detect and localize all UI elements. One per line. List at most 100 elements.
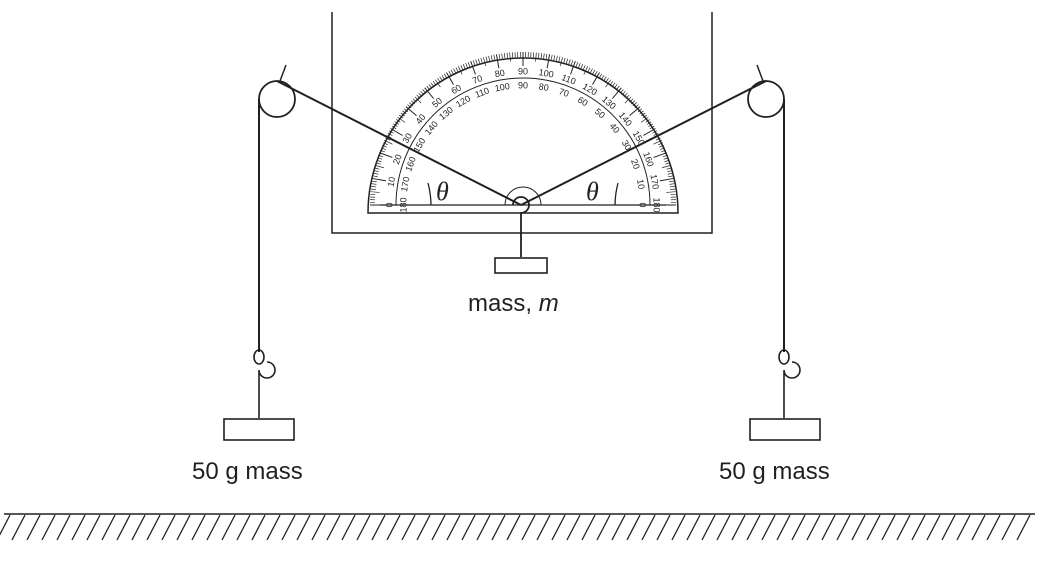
protractor-outer-scale-label: 160 — [641, 151, 656, 169]
protractor-tick — [592, 69, 596, 75]
protractor-tick — [376, 159, 382, 163]
protractor-outer-scale-label: 90 — [518, 66, 528, 76]
floor-hatch-line — [341, 514, 356, 541]
floor-hatch-line — [371, 514, 386, 541]
floor-hatching — [0, 514, 1031, 541]
protractor-inner-scale-label: 110 — [474, 85, 491, 99]
protractor-tick — [629, 106, 641, 117]
protractor-tick — [439, 76, 443, 82]
protractor-tick — [402, 110, 407, 115]
protractor-tick — [428, 84, 433, 89]
protractor-tick — [568, 59, 571, 65]
protractor-tick — [598, 73, 603, 79]
protractor-tick — [495, 54, 500, 69]
protractor-tick — [371, 180, 377, 183]
floor-hatch-line — [701, 514, 716, 541]
protractor-tick — [646, 121, 652, 125]
protractor-tick — [434, 79, 441, 88]
protractor-tick — [387, 132, 393, 136]
protractor-tick — [661, 165, 671, 169]
floor-hatch-line — [221, 514, 236, 541]
floor-hatch-line — [101, 514, 116, 541]
protractor-tick — [407, 104, 412, 109]
protractor-tick — [480, 57, 483, 63]
protractor-inner-scale-label: 120 — [454, 93, 472, 109]
right-angle-label: θ — [586, 177, 599, 206]
protractor-tick — [475, 59, 478, 65]
protractor-tick — [543, 53, 545, 59]
protractor-tick — [634, 104, 639, 109]
floor-hatch-line — [0, 514, 11, 536]
protractor-outer-scale-label: 20 — [391, 153, 404, 166]
protractor-tick — [372, 177, 387, 182]
protractor-tick — [580, 64, 584, 69]
protractor-tick — [605, 77, 609, 83]
protractor-tick — [575, 62, 579, 67]
protractor-tick — [578, 63, 581, 68]
floor-hatch-line — [596, 514, 611, 541]
floor-hatch-line — [581, 514, 596, 541]
protractor-tick — [391, 125, 397, 130]
protractor-tick — [592, 72, 600, 85]
floor-hatch-line — [986, 514, 1001, 541]
protractor-tick — [375, 162, 381, 165]
protractor-outer-scale-label: 70 — [471, 73, 484, 86]
protractor-tick — [621, 91, 626, 96]
protractor-tick — [397, 116, 406, 123]
protractor-tick — [380, 149, 385, 153]
protractor-tick — [460, 65, 464, 70]
protractor-tick — [667, 170, 673, 173]
backboard — [331, 12, 713, 234]
protractor-inner-scale-label: 0 — [638, 202, 648, 207]
protractor-inner-scale-label: 20 — [629, 158, 642, 171]
protractor-tick — [414, 96, 422, 104]
protractor-outer-scale-label: 80 — [494, 68, 506, 80]
protractor-tick — [453, 68, 457, 74]
floor-hatch-line — [806, 514, 821, 541]
protractor-tick — [624, 96, 632, 104]
protractor-tick — [555, 55, 558, 61]
protractor-tick — [400, 112, 406, 117]
protractor-tick — [669, 183, 675, 185]
protractor-tick — [394, 121, 400, 125]
protractor-tick — [553, 55, 556, 61]
protractor-tick — [422, 89, 427, 94]
floor-hatch-line — [131, 514, 146, 541]
protractor-tick — [477, 58, 481, 64]
protractor-tick — [374, 167, 380, 170]
protractor-tick — [465, 63, 468, 68]
floor-hatch-line — [476, 514, 491, 541]
protractor-tick — [658, 142, 663, 146]
protractor-tick — [418, 92, 423, 97]
protractor-tick — [458, 66, 463, 75]
center-hook — [512, 196, 530, 257]
floor-hatch-line — [266, 514, 281, 541]
floor-hatch-line — [461, 514, 476, 541]
protractor-tick — [424, 87, 435, 99]
protractor-tick — [379, 152, 393, 158]
floor-hatch-line — [56, 514, 71, 541]
protractor-tick — [420, 91, 425, 96]
floor-hatch-line — [821, 514, 836, 541]
protractor-inner-scale-label: 100 — [494, 81, 511, 93]
protractor-tick — [386, 135, 392, 139]
mass-m-weight — [494, 257, 548, 274]
protractor-tick — [472, 60, 476, 66]
protractor-tick — [664, 159, 670, 163]
protractor-tick — [649, 125, 655, 130]
protractor-tick — [393, 123, 398, 127]
protractor-tick — [639, 110, 644, 115]
floor-hatch-line — [491, 514, 506, 541]
floor-hatch-line — [881, 514, 896, 541]
protractor-tick — [493, 54, 496, 60]
protractor-tick — [669, 180, 675, 183]
protractor-outer-scale-label: 10 — [386, 176, 398, 188]
floor-hatch-line — [161, 514, 176, 541]
protractor-tick — [389, 130, 394, 134]
protractor-inner-scale-label: 180 — [398, 197, 408, 212]
protractor-outer-scale-label: 40 — [414, 112, 428, 126]
floor-hatch-line — [416, 514, 431, 541]
protractor-outer-scale-label: 30 — [400, 131, 414, 145]
left-mass-hook — [253, 349, 276, 418]
floor-hatch-line — [41, 514, 56, 541]
